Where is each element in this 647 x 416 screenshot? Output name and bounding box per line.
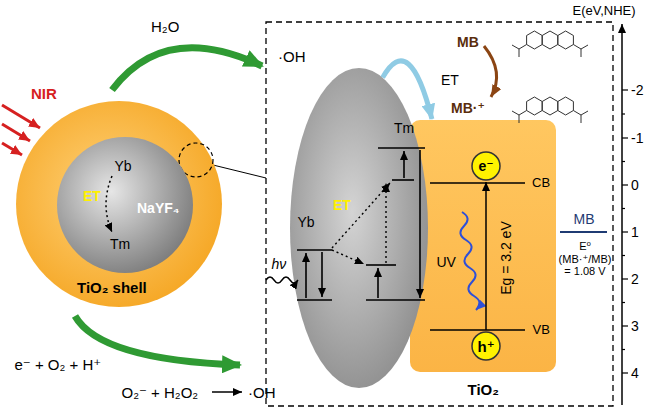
annotation-label: 1 — [631, 224, 639, 240]
node-label: Tm — [394, 120, 414, 136]
annotation-label: MB·⁺ — [451, 100, 485, 116]
energy-transfer-arrow — [485, 182, 487, 330]
tio2-band-block: CBUVEg = 3.2 eVVBTiO₂e⁻h⁺ — [410, 120, 556, 372]
node-label: hν — [272, 256, 287, 272]
node-label: UV — [437, 254, 456, 270]
hole-circle: h⁺ — [471, 331, 501, 361]
electron-circle: e⁻ — [471, 151, 501, 181]
annotation-label: MB — [457, 34, 479, 50]
node-label: CB — [532, 176, 550, 191]
annotation-label: e⁻ + O₂ + H⁺ — [15, 356, 102, 373]
annotation-label: -1 — [631, 130, 643, 146]
node-label: ET — [83, 188, 101, 204]
node-label: VB — [533, 323, 550, 338]
annotation-label: 0 — [631, 177, 639, 193]
annotation-label: 4 — [631, 365, 639, 381]
annotation-label: ·OH — [278, 48, 306, 65]
upconversion-ellipse: TmYbEThν — [290, 68, 428, 388]
node-label: NaYF₄ — [137, 200, 179, 216]
node-label: e⁻ — [479, 158, 494, 174]
node-label: h⁺ — [478, 338, 495, 355]
nayf4-core: YbET NaYF₄ Tm — [57, 137, 193, 273]
annotation-label: NIR — [31, 85, 57, 102]
annotation-label: E(eV,NHE) — [573, 4, 636, 19]
annotation-label: O₂⁻ + H₂O₂ — [122, 384, 199, 401]
core-shell-particle: TiO₂ shell YbET NaYF₄ Tm — [16, 101, 222, 307]
node-label: TiO₂ — [468, 381, 499, 398]
annotation-label: ·OH — [248, 384, 276, 401]
edge-label: ET — [439, 72, 461, 88]
node-label: TiO₂ shell — [77, 279, 147, 296]
annotation-label: 2 — [631, 271, 639, 287]
annotation-label: 3 — [631, 318, 639, 334]
node-label: Eg = 3.2 eV — [498, 221, 514, 295]
annotation-label: -2 — [631, 82, 643, 98]
node-label: Tm — [110, 236, 130, 252]
annotation-label: E⁰ (MB·⁺/MB) = 1.08 V — [558, 240, 612, 278]
annotation-label: H₂O — [151, 18, 179, 35]
node-label: Yb — [298, 214, 315, 230]
node-label: Yb — [115, 158, 132, 174]
node-label: ET — [333, 197, 351, 213]
annotation-label: MB — [574, 211, 595, 227]
